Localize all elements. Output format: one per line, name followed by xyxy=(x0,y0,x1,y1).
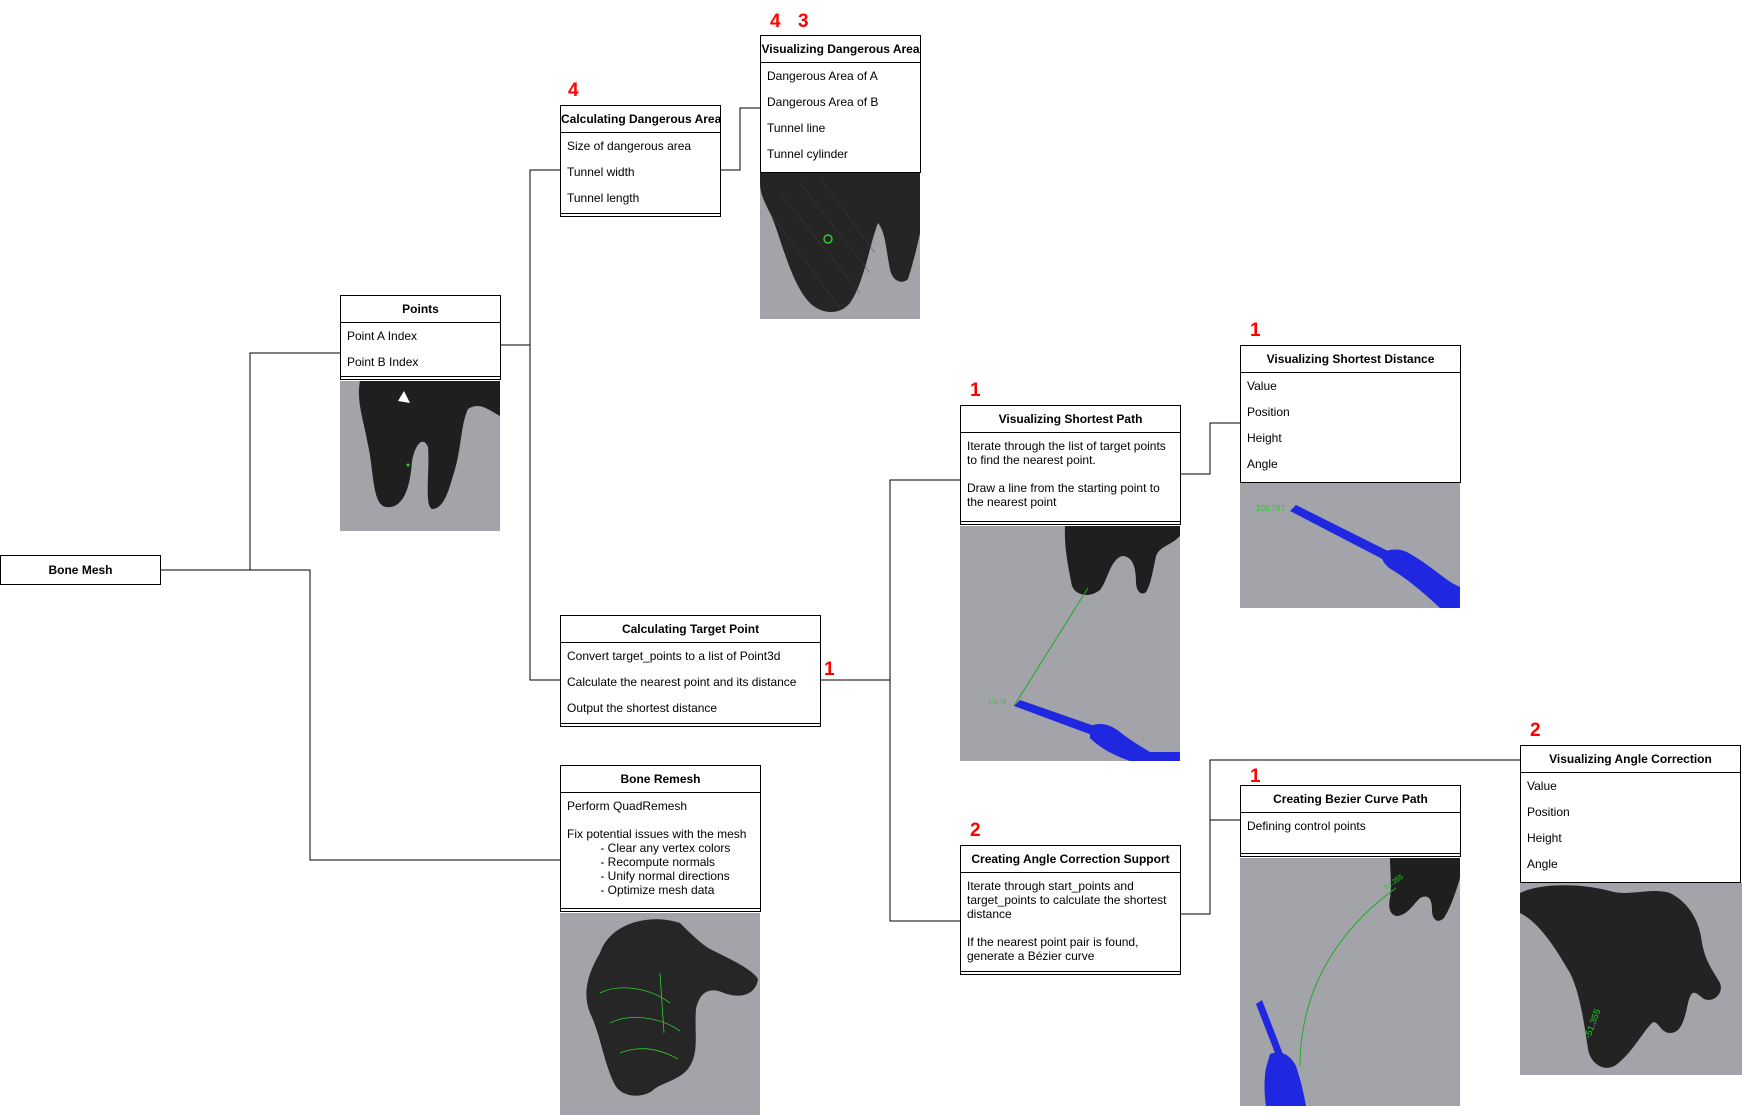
vis-dist-title: Visualizing Shortest Distance xyxy=(1241,346,1460,373)
bone-remesh-render-image xyxy=(560,913,760,1115)
angle-support-text: Iterate through start_points and target_… xyxy=(967,879,1167,963)
connector-path-dist xyxy=(1180,422,1240,475)
connector-points-target xyxy=(529,345,560,681)
vis-danger-title: Visualizing Dangerous Area xyxy=(761,36,920,63)
danger-area-marker xyxy=(823,234,833,244)
calc-danger-title: Calculating Dangerous Area xyxy=(561,106,720,133)
calc-danger-node[interactable]: Calculating Dangerous Area Size of dange… xyxy=(560,105,721,217)
connector-bezier-visangle xyxy=(1209,759,1520,820)
bone-shape xyxy=(358,381,500,509)
bone-remesh-node[interactable]: Bone Remesh Perform QuadRemesh Fix poten… xyxy=(560,765,761,912)
points-item-b: Point B Index xyxy=(347,355,419,369)
mesh-lines xyxy=(599,972,681,1060)
marker-calc-danger: 4 xyxy=(568,80,579,101)
marker-vis-path: 1 xyxy=(970,380,981,401)
bone-shape xyxy=(1064,526,1180,595)
vis-dist-item: Angle xyxy=(1247,457,1278,471)
calc-target-title: Calculating Target Point xyxy=(561,616,820,643)
bone-shape xyxy=(1389,858,1460,921)
bone-texture xyxy=(769,177,876,309)
vis-dist-item: Height xyxy=(1247,431,1282,445)
connector-root-remesh xyxy=(250,569,560,861)
calc-target-footer-line xyxy=(561,723,820,724)
bezier-footer-line xyxy=(1241,853,1460,854)
vis-danger-node[interactable]: Visualizing Dangerous Area Dangerous Are… xyxy=(760,35,921,173)
vis-dist-node[interactable]: Visualizing Shortest Distance Value Posi… xyxy=(1240,345,1461,483)
connector-target-angle xyxy=(889,680,960,922)
marker-vis-danger-b: 3 xyxy=(798,11,809,32)
bone-mesh-node[interactable]: Bone Mesh xyxy=(0,555,161,585)
drill-tool xyxy=(1290,505,1460,608)
drill-tool xyxy=(1256,1000,1306,1106)
vis-dist-item: Value xyxy=(1247,379,1277,393)
point-marker xyxy=(406,463,410,467)
calc-danger-item: Size of dangerous area xyxy=(567,139,692,153)
bezier-title: Creating Bezier Curve Path xyxy=(1241,786,1460,813)
vis-angle-item: Height xyxy=(1527,831,1562,845)
points-render-image xyxy=(340,381,500,531)
bone-remesh-footer-line xyxy=(561,908,760,909)
points-title: Points xyxy=(341,296,500,323)
marker-calc-target: 1 xyxy=(824,659,835,680)
vis-path-text: Iterate through the list of target point… xyxy=(967,439,1166,509)
vis-path-render-image: 105.79 xyxy=(960,526,1180,761)
vis-danger-item: Tunnel line xyxy=(767,121,826,135)
points-item-a: Point A Index xyxy=(347,329,418,343)
marker-bezier: 1 xyxy=(1250,766,1261,787)
bone-shape xyxy=(760,173,920,313)
bone-shape xyxy=(1520,885,1721,1068)
connector-points-branch xyxy=(500,169,560,346)
vis-angle-item: Value xyxy=(1527,779,1557,793)
vis-angle-title: Visualizing Angle Correction xyxy=(1521,746,1740,773)
calc-danger-item: Tunnel length xyxy=(567,191,640,205)
bezier-item: Defining control points xyxy=(1247,819,1366,833)
bezier-render-image: 51.355 xyxy=(1240,858,1460,1106)
bone-shape xyxy=(586,919,758,1096)
bone-remesh-title: Bone Remesh xyxy=(561,766,760,793)
vis-path-node[interactable]: Visualizing Shortest Path Iterate throug… xyxy=(960,405,1181,525)
connector-angle-bezier xyxy=(1180,819,1240,915)
vis-path-title: Visualizing Shortest Path xyxy=(961,406,1180,433)
calc-target-item: Output the shortest distance xyxy=(567,701,718,715)
angle-support-title: Creating Angle Correction Support xyxy=(961,846,1180,873)
vis-dist-render-image: 105.797 xyxy=(1240,483,1460,608)
marker-angle-support: 2 xyxy=(970,820,981,841)
drill-tool xyxy=(1014,700,1180,761)
vis-angle-item: Position xyxy=(1527,805,1570,819)
vis-danger-item: Tunnel cylinder xyxy=(767,147,848,161)
points-node[interactable]: Points Point A Index Point B Index xyxy=(340,295,501,380)
distance-value-label: 105.797 xyxy=(1256,504,1285,513)
path-value-label: 105.79 xyxy=(988,700,1007,706)
vis-angle-item: Angle xyxy=(1527,857,1558,871)
bezier-curve xyxy=(1299,887,1397,1067)
vis-danger-render-image xyxy=(760,173,920,319)
vis-angle-node[interactable]: Visualizing Angle Correction Value Posit… xyxy=(1520,745,1741,883)
vis-danger-item: Dangerous Area of B xyxy=(767,95,879,109)
calc-target-item: Calculate the nearest point and its dist… xyxy=(567,675,797,689)
marker-vis-angle: 2 xyxy=(1530,720,1541,741)
calc-target-node[interactable]: Calculating Target Point Convert target_… xyxy=(560,615,821,727)
bezier-node[interactable]: Creating Bezier Curve Path Defining cont… xyxy=(1240,785,1461,857)
vis-path-footer-line xyxy=(961,521,1180,522)
connector-danger-vis xyxy=(720,107,760,171)
connector-target-branch xyxy=(820,479,960,681)
bone-remesh-text: Perform QuadRemesh Fix potential issues … xyxy=(567,799,747,897)
calc-target-item: Convert target_points to a list of Point… xyxy=(567,649,781,663)
calc-danger-item: Tunnel width xyxy=(567,165,635,179)
marker-vis-dist: 1 xyxy=(1250,320,1261,341)
vis-angle-render-image: -51.355 xyxy=(1520,883,1742,1075)
vis-danger-item: Dangerous Area of A xyxy=(767,69,878,83)
vis-dist-item: Position xyxy=(1247,405,1290,419)
angle-support-node[interactable]: Creating Angle Correction Support Iterat… xyxy=(960,845,1181,975)
shortest-path-line xyxy=(1013,587,1089,707)
calc-danger-footer-line xyxy=(561,213,720,214)
bone-tip xyxy=(398,391,410,403)
angle-support-footer-line xyxy=(961,971,1180,972)
marker-vis-danger-a: 4 xyxy=(770,11,781,32)
connector-root-points xyxy=(160,352,340,571)
points-footer-line xyxy=(341,376,500,377)
